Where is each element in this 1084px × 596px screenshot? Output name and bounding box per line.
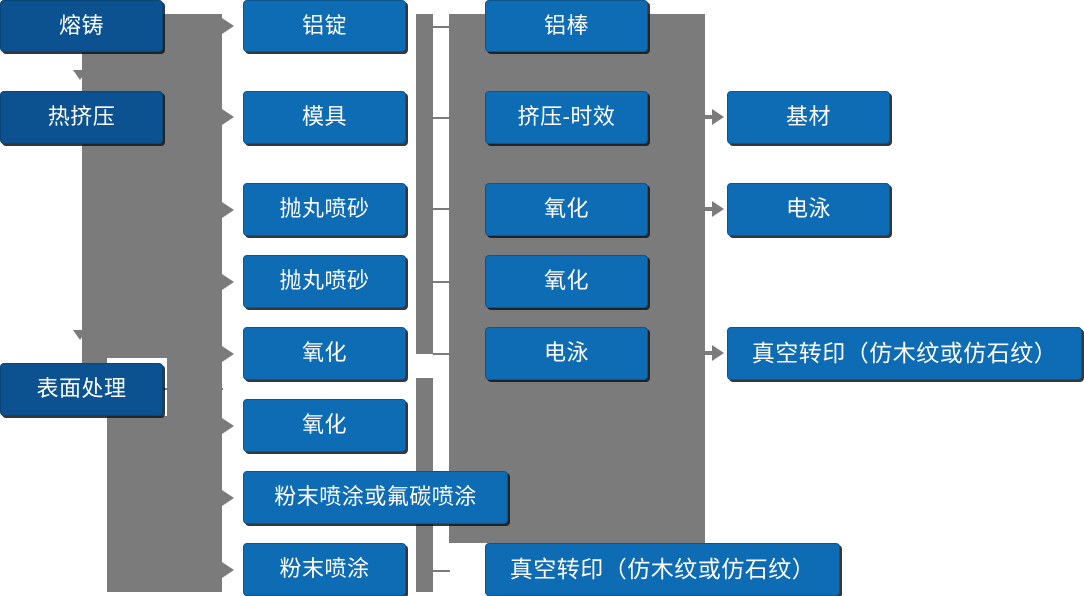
col4-arrow-1	[712, 109, 724, 125]
step-box-extrude-age[interactable]: 挤压-时效	[485, 91, 648, 144]
bridge-tick-3	[433, 208, 450, 210]
stage-spine-arrow-2	[73, 330, 87, 340]
step-label-oxidation-c3-1: 氧化	[543, 196, 589, 222]
step-label-oxidation-c2-2: 氧化	[301, 412, 347, 438]
col4-arrow-stem-2	[705, 207, 715, 211]
stage-spine-arrow-1	[73, 70, 87, 80]
col2-arrow-3	[222, 202, 234, 218]
step-box-oxidation-c2-2[interactable]: 氧化	[243, 399, 406, 452]
step-box-electrophoresis-c3[interactable]: 电泳	[485, 327, 648, 380]
stage-box-surface-treatment[interactable]: 表面处理	[0, 363, 163, 416]
stage-box-melt-cast[interactable]: 熔铸	[0, 0, 163, 52]
stage-label-hot-extrude: 热挤压	[47, 104, 116, 130]
step-label-die: 模具	[301, 104, 347, 130]
col4-arrow-3	[712, 345, 724, 361]
step-box-powder-or-pvdf[interactable]: 粉末喷涂或氟碳喷涂	[243, 471, 508, 524]
stage-label-surface-treatment: 表面处理	[36, 376, 127, 402]
col2-arrow-1	[222, 18, 234, 34]
col2-arrow-5	[222, 346, 234, 362]
step-box-oxidation-c3-1[interactable]: 氧化	[485, 183, 648, 236]
step-box-shotblast-1[interactable]: 抛丸喷砂	[243, 183, 406, 236]
step-label-substrate: 基材	[785, 104, 831, 130]
col2-arrow-8	[222, 562, 234, 578]
col2-arrow-6	[222, 418, 234, 434]
col4-arrow-2	[712, 201, 724, 217]
col2-arrow-2	[222, 109, 234, 125]
step-label-powder: 粉末喷涂	[279, 556, 370, 582]
bridge-tick-4	[433, 281, 450, 283]
col2-arrow-7	[222, 490, 234, 506]
stage-label-melt-cast: 熔铸	[58, 12, 104, 38]
step-label-vacuum-print-c3: 真空转印（仿木纹或仿石纹）	[509, 555, 816, 582]
stage-box-hot-extrude[interactable]: 热挤压	[0, 91, 163, 144]
stage-surface-link	[163, 388, 223, 390]
step-label-shotblast-1: 抛丸喷砂	[279, 196, 370, 222]
step-box-vacuum-print-c3[interactable]: 真空转印（仿木纹或仿石纹）	[485, 543, 840, 596]
step-label-electrophoresis-c3: 电泳	[543, 340, 589, 366]
bridge-tick-1	[433, 26, 450, 28]
step-label-electrophoresis-c4: 电泳	[785, 196, 831, 222]
column2-out-spine-upper	[416, 14, 433, 354]
step-box-vacuum-print-c4[interactable]: 真空转印（仿木纹或仿石纹）	[727, 327, 1082, 380]
step-label-oxidation-c3-2: 氧化	[543, 268, 589, 294]
step-box-oxidation-c3-2[interactable]: 氧化	[485, 255, 648, 308]
step-box-aluminum-bar[interactable]: 铝棒	[485, 0, 648, 52]
step-label-shotblast-2: 抛丸喷砂	[279, 268, 370, 294]
step-box-powder[interactable]: 粉末喷涂	[243, 543, 406, 596]
col2-arrow-4	[222, 274, 234, 290]
bridge-tick-5	[433, 353, 450, 355]
step-box-die[interactable]: 模具	[243, 91, 406, 144]
col4-arrow-stem-1	[705, 115, 715, 119]
step-box-oxidation-c2-1[interactable]: 氧化	[243, 327, 406, 380]
step-box-electrophoresis-c4[interactable]: 电泳	[727, 183, 890, 236]
step-box-shotblast-2[interactable]: 抛丸喷砂	[243, 255, 406, 308]
bridge-tick-6	[433, 570, 450, 572]
step-box-ingot[interactable]: 铝锭	[243, 0, 406, 52]
step-label-vacuum-print-c4: 真空转印（仿木纹或仿石纹）	[751, 339, 1058, 366]
col4-arrow-stem-3	[705, 351, 715, 355]
bridge-tick-2	[433, 117, 450, 119]
step-label-powder-or-pvdf: 粉末喷涂或氟碳喷涂	[274, 484, 477, 510]
step-label-oxidation-c2-1: 氧化	[301, 340, 347, 366]
step-label-extrude-age: 挤压-时效	[517, 104, 616, 130]
step-label-ingot: 铝锭	[301, 12, 347, 38]
step-label-aluminum-bar: 铝棒	[543, 12, 589, 38]
step-box-substrate[interactable]: 基材	[727, 91, 890, 144]
